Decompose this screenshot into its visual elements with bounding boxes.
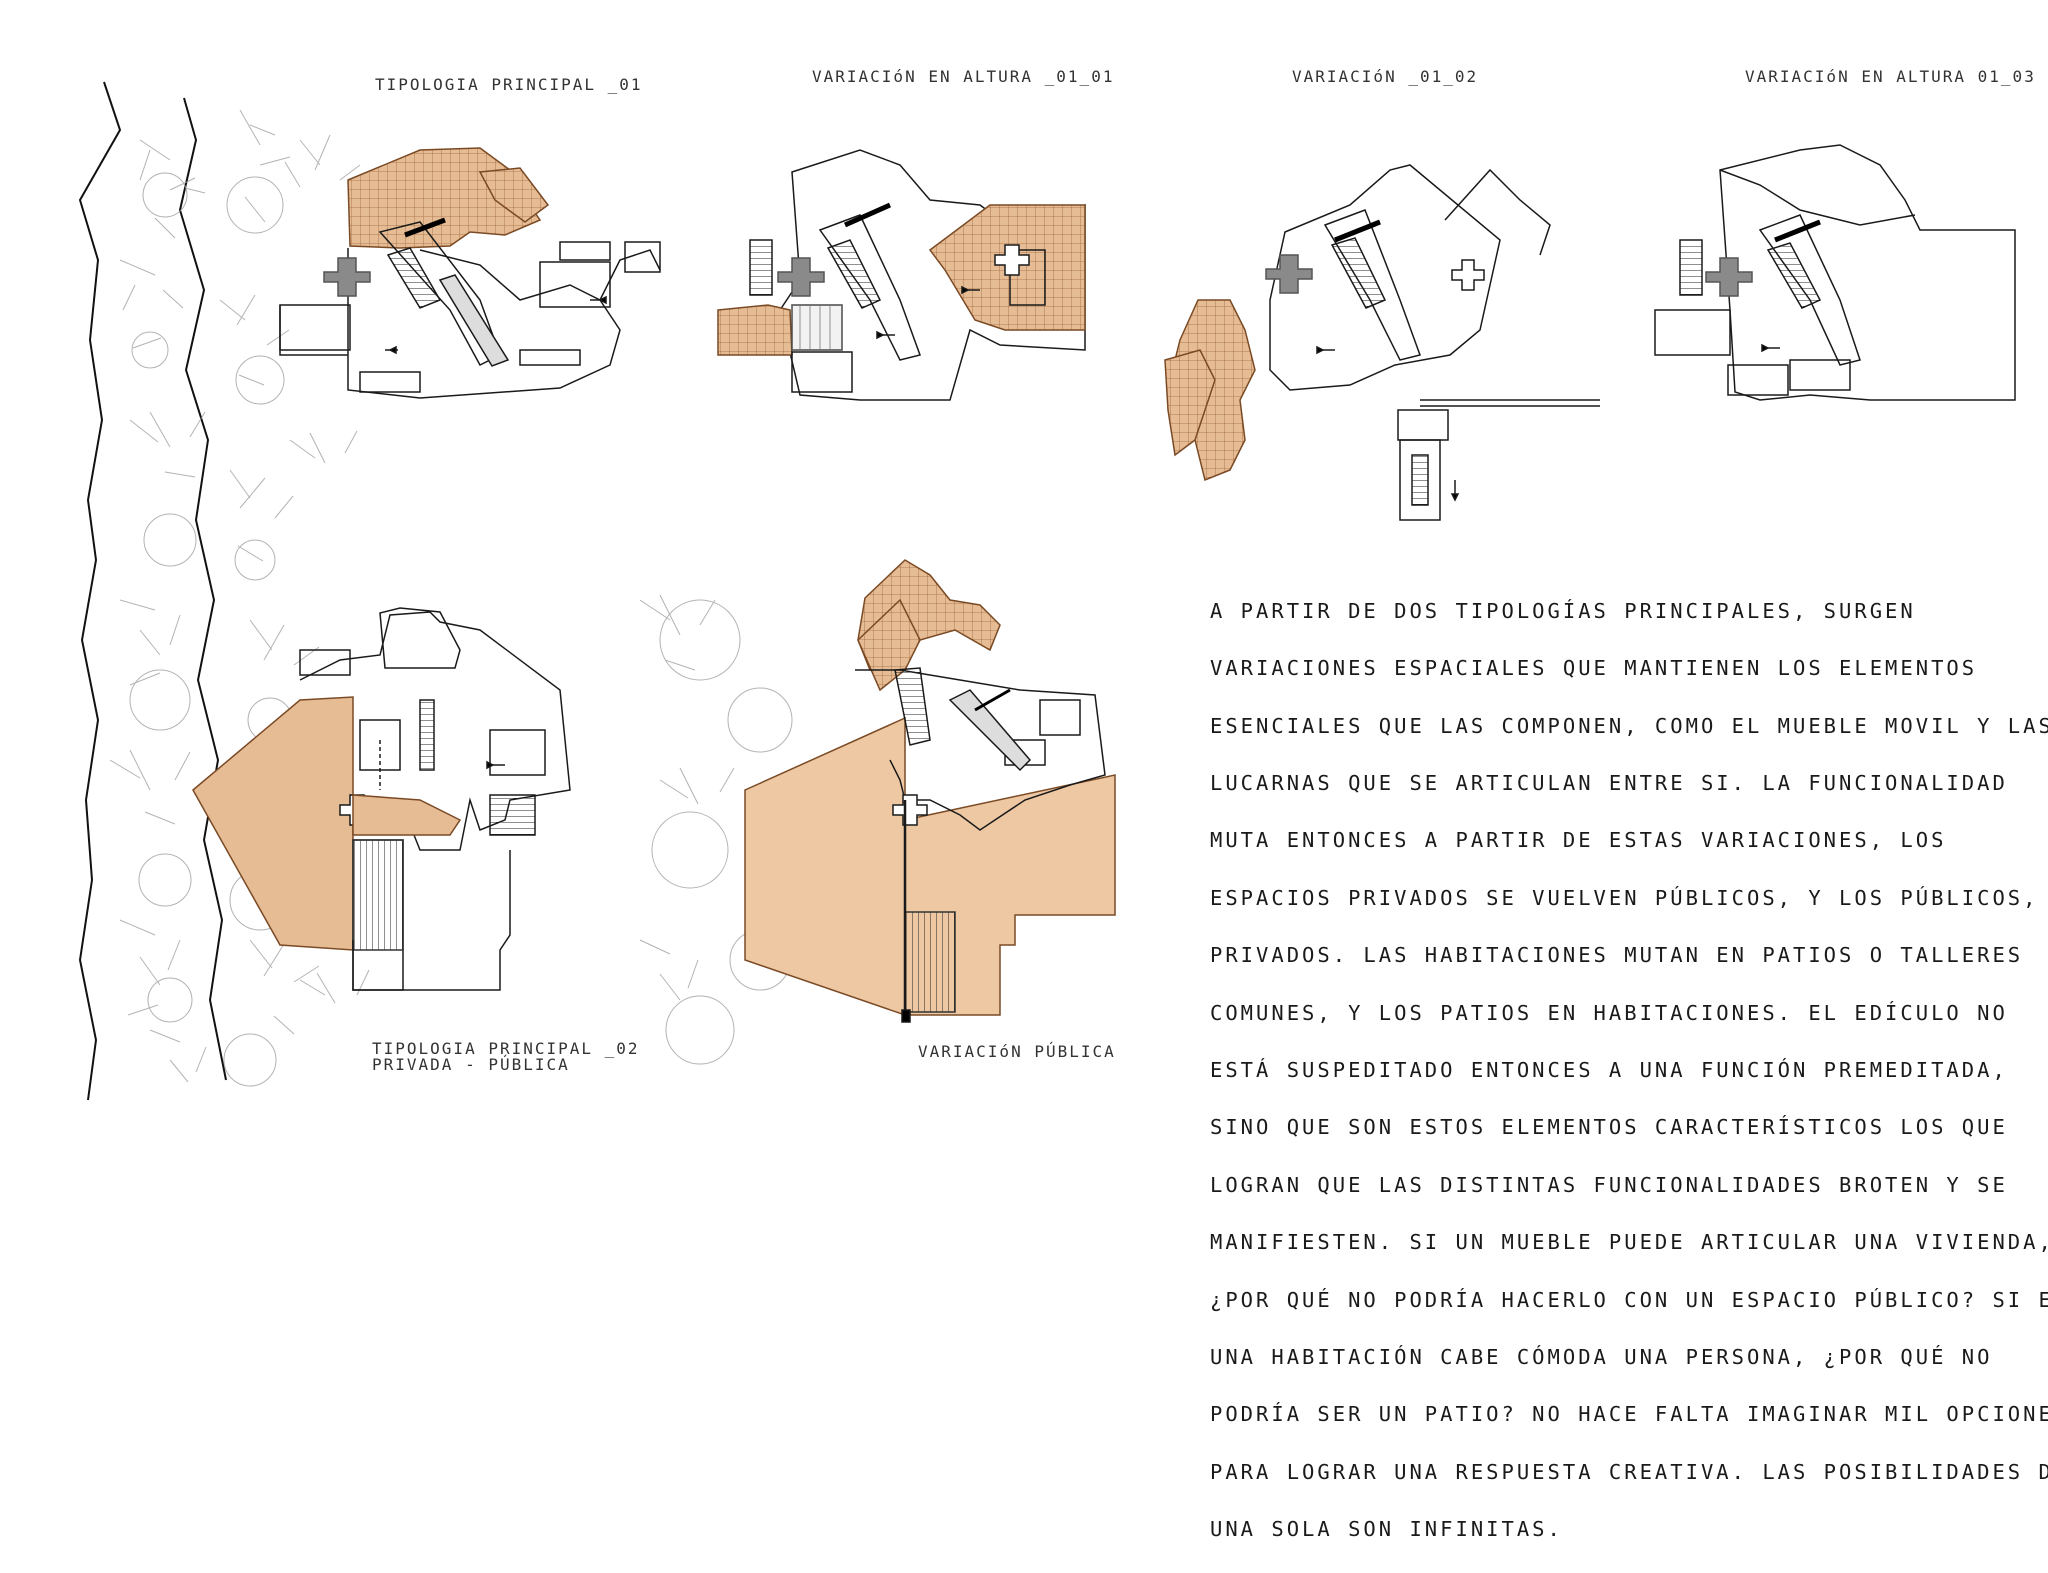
- description-line: SINO QUE SON ESTOS ELEMENTOS CARACTERÍST…: [1210, 1115, 2008, 1140]
- plans-drawing: [78, 81, 2016, 1101]
- description-line: PARA LOGRAR UNA RESPUESTA CREATIVA. LAS …: [1210, 1459, 2048, 1484]
- architecture-board: TIPOLOGIA PRINCIPAL _01 VARIACIóN EN ALT…: [78, 67, 2048, 1541]
- vegetation-texture: [109, 109, 793, 1087]
- title-variacion-01-02: VARIACIóN _01_02: [1292, 67, 1479, 86]
- description-line: PRIVADOS. LAS HABITACIONES MUTAN EN PATI…: [1210, 943, 2024, 968]
- title-variacion-publica: VARIACIóN PÚBLICA: [918, 1042, 1116, 1061]
- description-line: MUTA ENTONCES A PARTIR DE ESTAS VARIACIO…: [1210, 828, 1947, 853]
- description-line: ESTÁ SUSPEDITADO ENTONCES A UNA FUNCIÓN …: [1210, 1057, 2008, 1082]
- plan-tipologia-02: [192, 607, 571, 991]
- description-line: ¿POR QUÉ NO PODRÍA HACERLO CON UN ESPACI…: [1210, 1287, 2048, 1312]
- plan-variacion-altura-01-03: [1654, 144, 2016, 401]
- description-line: LOGRAN QUE LAS DISTINTAS FUNCIONALIDADES…: [1210, 1172, 2008, 1197]
- plan-variacion-01-02: [1164, 164, 1600, 521]
- description-line: VARIACIONES ESPACIALES QUE MANTIENEN LOS…: [1210, 656, 1978, 681]
- title-variacion-altura-01-03: VARIACIóN EN ALTURA 01_03: [1745, 67, 2036, 86]
- title-variacion-altura-01-01: VARIACIóN EN ALTURA _01_01: [812, 67, 1115, 86]
- description-paragraph: A PARTIR DE DOS TIPOLOGÍAS PRINCIPALES, …: [1210, 568, 2048, 1573]
- description-line: ESPACIOS PRIVADOS SE VUELVEN PÚBLICOS, Y…: [1210, 885, 2039, 910]
- description-line: UNA HABITACIÓN CABE CÓMODA UNA PERSONA, …: [1210, 1344, 1993, 1369]
- description-line: MANIFIESTEN. SI UN MUEBLE PUEDE ARTICULA…: [1210, 1230, 2048, 1255]
- title-tipologia-02: TIPOLOGIA PRINCIPAL _02: [372, 1039, 640, 1058]
- description-line: ESENCIALES QUE LAS COMPONEN, COMO EL MUE…: [1210, 713, 2048, 738]
- description-line: PODRÍA SER UN PATIO? NO HACE FALTA IMAGI…: [1210, 1402, 2048, 1427]
- plan-variacion-publica: [744, 559, 1116, 1023]
- description-line: A PARTIR DE DOS TIPOLOGÍAS PRINCIPALES, …: [1210, 598, 1916, 623]
- terrain-edge: [78, 81, 227, 1101]
- subtitle-tipologia-02: PRIVADA - PÚBLICA: [372, 1055, 570, 1074]
- description-line: UNA SOLA SON INFINITAS.: [1210, 1517, 1563, 1542]
- plan-variacion-altura-01-01: [717, 149, 1086, 401]
- description-line: LUCARNAS QUE SE ARTICULAN ENTRE SI. LA F…: [1210, 770, 2008, 795]
- plan-tipologia-01: [279, 147, 661, 399]
- description-line: COMUNES, Y LOS PATIOS EN HABITACIONES. E…: [1210, 1000, 2008, 1025]
- title-tipologia-01: TIPOLOGIA PRINCIPAL _01: [375, 75, 643, 94]
